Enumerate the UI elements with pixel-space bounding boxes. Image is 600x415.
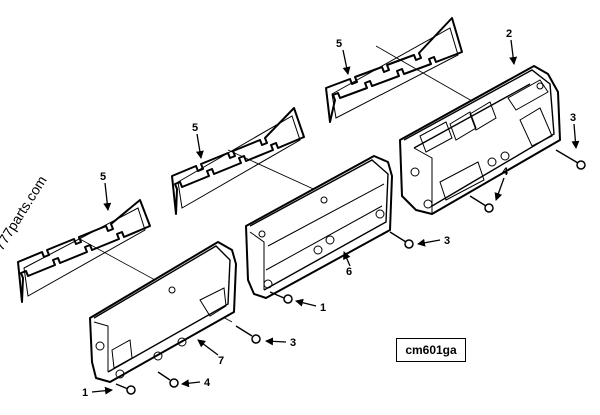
screw-rear-3 xyxy=(555,149,586,170)
callout-cover-rear: 2 xyxy=(506,28,512,40)
stud-front-4 xyxy=(157,371,179,388)
gasket-rear xyxy=(325,17,463,123)
callout-screw-front-small: 1 xyxy=(82,387,88,399)
drawing-reference-box: cm601ga xyxy=(396,338,466,362)
stud-rear-4 xyxy=(469,195,494,213)
callout-gasket-rear: 5 xyxy=(336,38,342,50)
screw-front-3 xyxy=(235,325,261,344)
callout-screw-middle-small: 1 xyxy=(320,302,326,314)
valve-cover-front xyxy=(89,241,237,383)
callout-cover-middle: 6 xyxy=(346,266,352,278)
screw-middle-1 xyxy=(269,291,293,304)
screw-front-1 xyxy=(115,383,136,395)
callout-screw-front: 3 xyxy=(290,337,296,349)
callout-leaders xyxy=(91,39,580,395)
callout-cover-front: 7 xyxy=(218,355,224,367)
callout-screw-rear: 3 xyxy=(570,112,576,124)
valve-cover-middle xyxy=(245,155,393,299)
callout-gasket-front: 5 xyxy=(100,171,106,183)
gasket-front xyxy=(17,199,151,303)
gasket-middle xyxy=(171,107,305,215)
callout-stud-front: 4 xyxy=(204,377,211,389)
callout-gasket-middle: 5 xyxy=(192,122,198,134)
callout-stud-rear: 4 xyxy=(502,166,509,178)
valve-cover-rear xyxy=(399,65,561,215)
screw-middle-3 xyxy=(389,231,414,249)
drawing-reference-code: cm601ga xyxy=(405,343,457,357)
callout-screw-middle: 3 xyxy=(444,235,450,247)
